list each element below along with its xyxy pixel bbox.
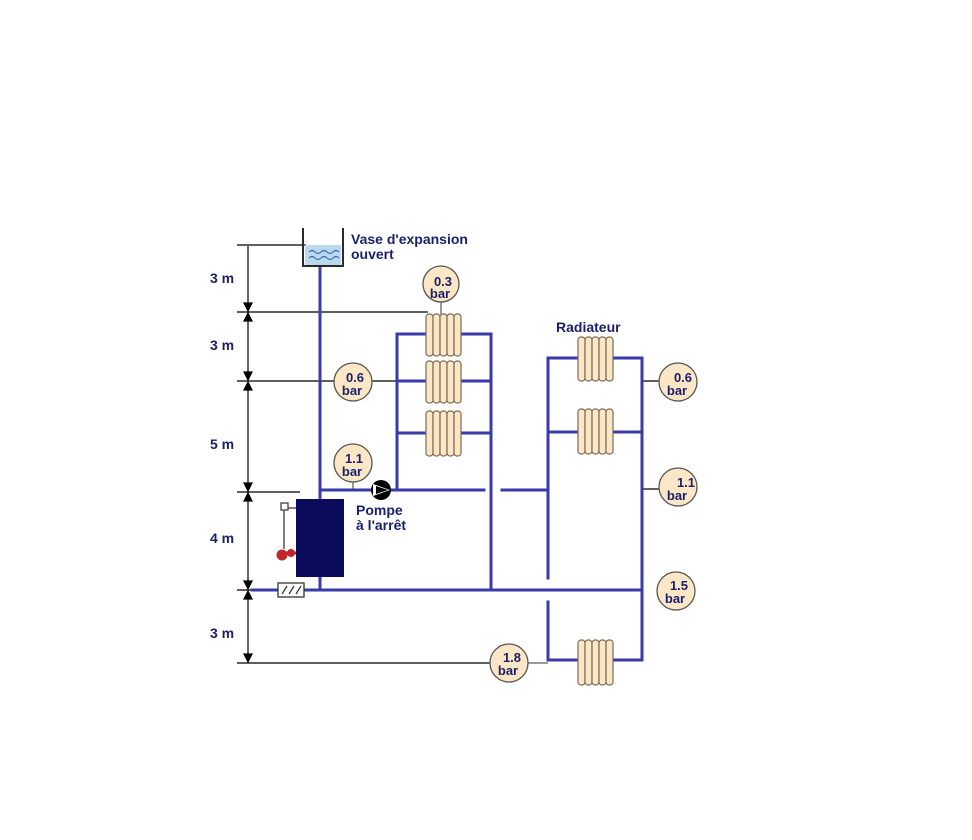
- boiler: [296, 499, 344, 577]
- dimension-label-2: 3 m: [210, 337, 234, 353]
- radiator-left-bottom: [425, 410, 462, 457]
- gauge-1-8-unit: bar: [498, 663, 518, 678]
- gauge-0-6-left-unit: bar: [342, 383, 362, 398]
- gauge-0-3-unit: bar: [430, 286, 450, 301]
- gauge-1-1-left: 1.1 bar: [333, 443, 373, 490]
- gauge-0-6-right-unit: bar: [667, 383, 687, 398]
- radiator-right-bottom: [577, 639, 614, 686]
- gauge-0-3-value: 0.3: [434, 274, 452, 289]
- gauge-1-8: 1.8 bar: [489, 643, 548, 683]
- expansion-vessel-label-1: Vase d'expansion: [351, 231, 468, 247]
- radiator-label: Radiateur: [556, 319, 621, 335]
- gauge-0-6-left-value: 0.6: [346, 370, 364, 385]
- gauge-1-8-value: 1.8: [503, 650, 521, 665]
- expansion-vessel: [302, 228, 344, 267]
- gauge-1-1-right-unit: bar: [667, 488, 687, 503]
- radiators: [425, 313, 614, 686]
- gauge-1-1-left-unit: bar: [342, 464, 362, 479]
- radiator-left-middle: [425, 360, 462, 404]
- gauge-1-1-left-value: 1.1: [345, 451, 363, 466]
- pump-label-1: Pompe: [356, 502, 403, 518]
- gauge-1-1-right-value: 1.1: [677, 475, 695, 490]
- gauge-0-6-right-value: 0.6: [674, 370, 692, 385]
- dimension-label-5: 3 m: [210, 625, 234, 641]
- check-valve: [277, 582, 305, 598]
- gauge-1-5-value: 1.5: [670, 578, 688, 593]
- pump-icon: [371, 480, 391, 500]
- dimension-label-1: 3 m: [210, 270, 234, 286]
- dimension-arrows: [243, 246, 253, 664]
- gauge-1-5: 1.5 bar: [656, 571, 696, 611]
- gauge-1-1-right: 1.1 bar: [658, 467, 698, 507]
- dimension-label-3: 5 m: [210, 436, 234, 452]
- gauge-0-6-right: 0.6 bar: [658, 362, 698, 402]
- safety-valve: [276, 502, 296, 561]
- radiator-right-middle: [577, 408, 614, 455]
- gauge-1-5-unit: bar: [665, 591, 685, 606]
- pump-label-2: à l'arrêt: [356, 517, 406, 533]
- expansion-vessel-label-2: ouvert: [351, 246, 394, 262]
- gauge-0-3: 0.3 bar: [422, 265, 460, 314]
- radiator-right-top: [577, 336, 614, 382]
- radiator-left-top: [425, 313, 462, 357]
- gauge-0-6-left: 0.6 bar: [333, 362, 373, 402]
- dimension-label-4: 4 m: [210, 530, 234, 546]
